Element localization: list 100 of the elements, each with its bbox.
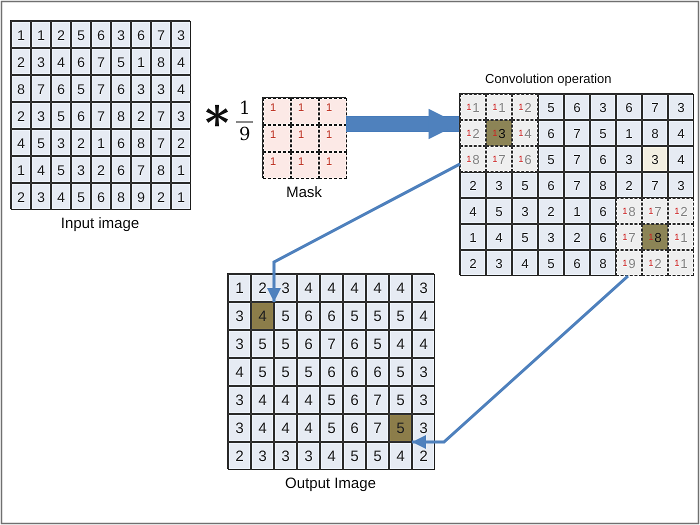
- grid-cell: 1: [616, 120, 642, 146]
- grid-cell: 1: [11, 21, 31, 48]
- grid-cell: 3: [642, 146, 668, 172]
- grid-cell: 1: [319, 152, 347, 179]
- grid-cell: 2: [131, 102, 151, 129]
- grid-cell: 8: [131, 129, 151, 156]
- grid-cell: 6: [111, 156, 131, 183]
- grid-cell: 6: [343, 330, 366, 358]
- grid-cell: 1: [11, 156, 31, 183]
- grid-cell: 4: [297, 414, 320, 442]
- grid-cell: 3: [228, 330, 251, 358]
- grid-cell: $^{1}$7: [642, 198, 668, 224]
- grid-cell: 3: [412, 358, 435, 386]
- grid-cell: 2: [71, 129, 91, 156]
- highlighted-cell: 4: [251, 302, 274, 330]
- grid-cell: 4: [460, 198, 486, 224]
- grid-cell: 6: [91, 183, 111, 210]
- grid-cell: 3: [31, 48, 51, 75]
- grid-cell: 8: [151, 48, 171, 75]
- grid-cell: 8: [590, 250, 616, 276]
- grid-cell: 7: [366, 414, 389, 442]
- grid-cell: 4: [171, 75, 191, 102]
- grid-cell: 4: [274, 386, 297, 414]
- grid-cell: 1: [263, 125, 291, 152]
- grid-cell: 5: [538, 250, 564, 276]
- kernel-window: [616, 198, 694, 276]
- grid-cell: $^{1}$1: [486, 94, 512, 120]
- grid-cell: 6: [91, 21, 111, 48]
- grid-cell: 5: [71, 75, 91, 102]
- grid-cell: 1: [263, 98, 291, 125]
- fraction-numerator: 1: [239, 100, 250, 118]
- grid-cell: $^{1}$9: [616, 250, 642, 276]
- grid-cell: 3: [171, 21, 191, 48]
- grid-cell: 2: [51, 21, 71, 48]
- grid-cell: 4: [274, 414, 297, 442]
- grid-cell: 1: [171, 156, 191, 183]
- grid-cell: 4: [389, 274, 412, 302]
- grid-cell: 1: [171, 183, 191, 210]
- grid-cell: 5: [274, 358, 297, 386]
- grid-cell: 5: [343, 302, 366, 330]
- grid-cell: 6: [71, 102, 91, 129]
- grid-cell: 6: [297, 330, 320, 358]
- grid-cell: 4: [343, 274, 366, 302]
- grid-cell: 3: [31, 102, 51, 129]
- grid-cell: 6: [366, 358, 389, 386]
- grid-cell: 4: [11, 129, 31, 156]
- grid-cell: 3: [538, 224, 564, 250]
- grid-cell: 3: [590, 94, 616, 120]
- grid-cell: 2: [171, 129, 191, 156]
- grid-cell: 4: [389, 442, 412, 470]
- grid-cell: 6: [616, 94, 642, 120]
- grid-cell: 2: [228, 442, 251, 470]
- grid-cell: 9: [131, 183, 151, 210]
- arrow: [412, 274, 629, 449]
- grid-cell: 7: [91, 48, 111, 75]
- grid-cell: 1: [564, 198, 590, 224]
- grid-cell: 2: [151, 183, 171, 210]
- grid-cell: 3: [151, 75, 171, 102]
- grid-cell: $^{1}$4: [512, 120, 538, 146]
- grid-cell: 6: [343, 386, 366, 414]
- grid-cell: 1: [263, 152, 291, 179]
- grid-cell: 5: [274, 330, 297, 358]
- grid-cell: 3: [71, 156, 91, 183]
- grid-cell: 6: [564, 94, 590, 120]
- grid-cell: 4: [297, 386, 320, 414]
- grid-cell: 5: [111, 48, 131, 75]
- grid-cell: 1: [319, 98, 347, 125]
- grid-cell: 5: [71, 183, 91, 210]
- grid-cell: $^{1}$2: [668, 198, 694, 224]
- grid-cell: 8: [111, 183, 131, 210]
- grid-cell: 6: [320, 302, 343, 330]
- grid-cell: 3: [412, 274, 435, 302]
- grid-cell: 2: [538, 198, 564, 224]
- grid-cell: 4: [320, 274, 343, 302]
- grid-cell: 3: [51, 129, 71, 156]
- grid-cell: 4: [412, 330, 435, 358]
- grid-cell: 7: [366, 386, 389, 414]
- grid-cell: 3: [228, 302, 251, 330]
- grid-cell: 5: [389, 358, 412, 386]
- grid-cell: 5: [343, 442, 366, 470]
- grid-cell: 3: [31, 183, 51, 210]
- grid-cell: 5: [51, 156, 71, 183]
- grid-cell: 1: [460, 224, 486, 250]
- grid-cell: 7: [320, 330, 343, 358]
- grid-cell: 3: [512, 198, 538, 224]
- grid-cell: $^{1}$8: [642, 224, 668, 250]
- grid-cell: 2: [251, 274, 274, 302]
- grid-cell: 4: [512, 250, 538, 276]
- convolution-symbol: *: [205, 100, 230, 146]
- grid-cell: $^{1}$8: [460, 146, 486, 172]
- grid-cell: 6: [538, 172, 564, 198]
- grid-cell: 3: [668, 172, 694, 198]
- grid-cell: $^{1}$2: [512, 94, 538, 120]
- grid-cell: 5: [590, 120, 616, 146]
- grid-cell: 5: [366, 330, 389, 358]
- grid-cell: 3: [668, 94, 694, 120]
- grid-cell: $^{1}$1: [668, 250, 694, 276]
- grid-cell: 5: [366, 302, 389, 330]
- grid-cell: 6: [343, 414, 366, 442]
- grid-cell: 3: [616, 146, 642, 172]
